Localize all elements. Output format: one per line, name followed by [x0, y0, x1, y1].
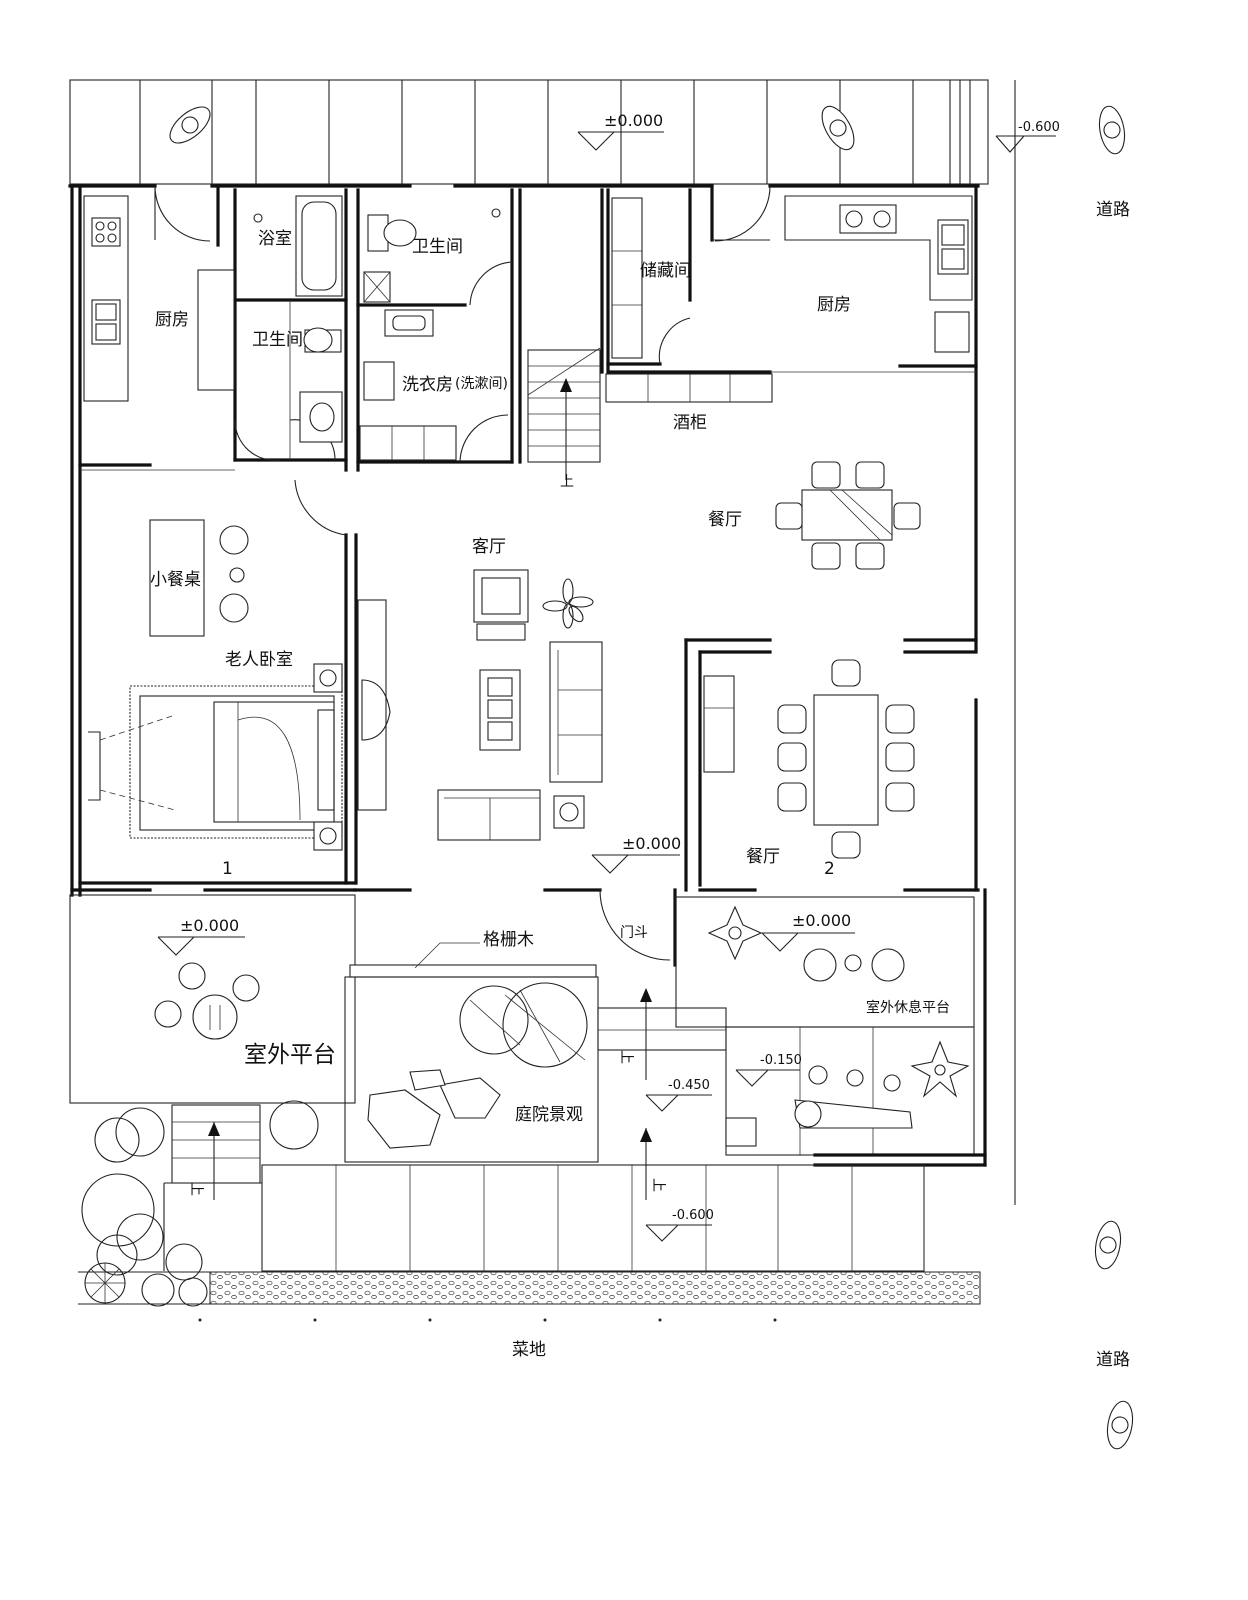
label-trellis: 格栅木 — [483, 930, 534, 950]
elevation-terrace-left: ±0.000 — [180, 916, 239, 935]
label-kitchen-right: 厨房 — [817, 295, 851, 315]
top-paving-strip — [69, 79, 989, 185]
living-furniture — [357, 569, 603, 841]
label-living: 客厅 — [472, 537, 506, 557]
elevation-terrace-right: ±0.000 — [792, 911, 851, 930]
axis-marker-2: 2 — [824, 859, 835, 879]
dining-table-lower — [703, 659, 915, 859]
stair-up-marker: 上 — [560, 474, 574, 490]
label-vegetable-plot: 菜地 — [512, 1340, 546, 1360]
field-dots — [198, 1318, 777, 1322]
door-swings — [154, 185, 771, 961]
label-laundry: 洗衣房 — [402, 375, 453, 395]
step-marker-2: 上 — [650, 1178, 666, 1192]
elevation-path-mid: -0.450 — [668, 1078, 710, 1093]
label-laundry-note: (洗漱间) — [455, 376, 508, 392]
elevation-road: -0.600 — [1018, 120, 1060, 135]
axis-marker-1: 1 — [222, 859, 233, 879]
interior-walls — [78, 184, 978, 892]
elevation-marker-terrace-right — [761, 932, 855, 952]
toilet-upper — [363, 208, 501, 303]
laundry-fixtures — [359, 309, 457, 461]
label-wc-upper: 卫生间 — [412, 237, 463, 257]
elevation-living: ±0.000 — [622, 834, 681, 853]
tree-cluster — [81, 1100, 319, 1307]
bathtub — [253, 195, 343, 297]
label-dining-upper: 餐厅 — [708, 510, 742, 530]
label-small-table: 小餐桌 — [150, 570, 201, 590]
staircase — [527, 347, 601, 480]
elevation-marker-path-low — [645, 1224, 712, 1242]
outdoor-terrace-left — [69, 894, 356, 1104]
elevation-marker-living — [591, 854, 680, 874]
outdoor-rest-platform — [675, 888, 987, 1167]
label-bath-shower: 浴室 — [258, 229, 292, 249]
elevation-marker-path-mid — [645, 1094, 712, 1112]
step-marker-3: 上 — [188, 1182, 204, 1196]
elevation-marker-rest — [735, 1069, 800, 1087]
label-courtyard: 庭院景观 — [515, 1105, 583, 1125]
trellis-leader — [414, 942, 480, 969]
elevation-top-street: ±0.000 — [604, 111, 663, 130]
label-wine-cabinet: 酒柜 — [673, 413, 707, 433]
toilet-lower — [299, 327, 343, 443]
people-symbols — [169, 105, 1134, 1450]
label-elder-bedroom: 老人卧室 — [225, 650, 293, 670]
label-outdoor-terrace: 室外平台 — [244, 1042, 336, 1068]
label-road-bottom: 道路 — [1096, 1350, 1130, 1370]
elevation-rest-platform: -0.150 — [760, 1053, 802, 1068]
label-outdoor-rest: 室外休息平台 — [866, 999, 950, 1016]
kitchen-left-counter — [83, 195, 235, 402]
elevation-path-low: -0.600 — [672, 1208, 714, 1223]
label-kitchen-left: 厨房 — [155, 310, 189, 330]
wine-cabinet — [605, 373, 773, 403]
bedroom-furniture — [88, 519, 343, 851]
storage-shelves — [611, 197, 643, 359]
gravel-strip — [78, 1271, 981, 1305]
label-storage: 储藏间 — [640, 261, 691, 281]
label-foyer: 门斗 — [620, 925, 648, 941]
dining-table-upper — [775, 461, 921, 570]
bottom-paving — [163, 1164, 925, 1272]
elevation-marker-terrace-left — [157, 936, 245, 956]
kitchen-right-counter — [784, 195, 973, 353]
elevation-marker-road — [995, 135, 1056, 153]
label-road-top: 道路 — [1096, 200, 1130, 220]
label-wc-lower: 卫生间 — [252, 330, 303, 350]
trellis-courtyard — [344, 964, 599, 1163]
exterior-walls — [68, 184, 980, 967]
elevation-marker-top — [577, 131, 664, 151]
step-marker-1: 上 — [618, 1050, 634, 1064]
label-dining-lower: 餐厅 — [746, 847, 780, 867]
